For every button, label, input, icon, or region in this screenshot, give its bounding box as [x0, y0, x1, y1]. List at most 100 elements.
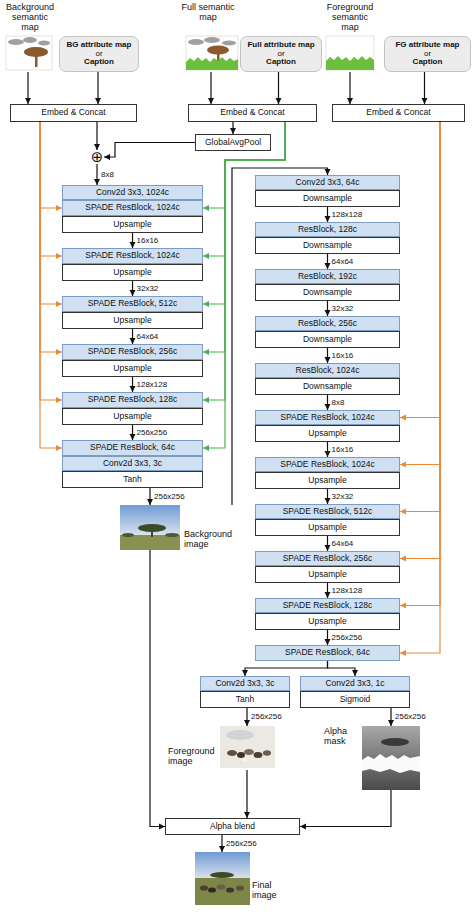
resolution-label: 256x256 — [226, 839, 257, 849]
node-text: Sigmoid — [340, 695, 371, 705]
arrowhead — [325, 592, 331, 598]
connector — [203, 122, 285, 211]
operation-box: Embed & Concat — [188, 104, 317, 122]
resolution-label: 8x8 — [101, 170, 114, 180]
cloud-region — [8, 39, 24, 45]
connector — [130, 425, 136, 440]
animal — [227, 750, 237, 756]
operation-box: Downsample — [255, 284, 400, 301]
arrowhead — [244, 812, 250, 818]
connector — [244, 770, 250, 818]
node-text: Caption — [84, 58, 114, 67]
node-text: SPADE ResBlock, 256c — [88, 347, 178, 357]
image-caption: Foreground semantic map — [322, 2, 378, 32]
arrowhead — [130, 338, 136, 344]
node-text: Alpha blend — [210, 822, 255, 832]
arrowhead — [276, 98, 282, 104]
connector-line — [203, 122, 285, 352]
image-node: Full semantic map — [178, 2, 238, 72]
arrowhead — [104, 154, 110, 160]
layer-box: SPADE ResBlock, 256c — [62, 344, 203, 360]
bushes — [165, 533, 179, 537]
node-text: GlobalAvgPool — [205, 138, 261, 148]
caption-group: Alpha mask — [324, 726, 362, 746]
connector — [40, 122, 62, 451]
arrowhead — [208, 98, 214, 104]
connector — [40, 122, 62, 307]
node-text: Downsample — [303, 288, 352, 298]
operation-box: Upsample — [255, 519, 400, 536]
arrowhead — [56, 205, 62, 211]
arrowhead — [159, 824, 165, 830]
node-text: or — [424, 50, 431, 59]
connector — [400, 122, 440, 421]
node-text: Upsample — [308, 570, 346, 580]
animal — [226, 887, 234, 892]
attribute-box: BG attribute maporCaption — [59, 36, 139, 72]
node-text: ResBlock, 1024c — [296, 366, 360, 376]
arrowhead — [56, 445, 62, 451]
connector — [40, 122, 62, 355]
arrowhead — [242, 670, 248, 676]
operation-box: Alpha blend — [165, 818, 300, 835]
operation-box: GlobalAvgPool — [195, 134, 271, 151]
node-text: Embed & Concat — [41, 108, 105, 118]
pale-backdrop — [220, 726, 275, 768]
image-node: Foreground semantic map — [322, 2, 378, 72]
connector-line — [104, 143, 195, 158]
resolution-label: 8x8 — [332, 398, 345, 408]
image-node: Background image — [120, 505, 244, 550]
operation-box: Upsample — [255, 425, 400, 442]
arrowhead — [400, 415, 406, 421]
arrowhead — [400, 556, 406, 562]
arrowhead — [325, 498, 331, 504]
grass-region — [186, 57, 238, 70]
connector-line — [203, 122, 285, 448]
connector — [388, 708, 394, 726]
map-frame — [6, 36, 52, 70]
image-node: Background semantic map — [3, 2, 57, 72]
connector-line — [40, 122, 62, 352]
operation-box: Downsample — [255, 190, 400, 207]
image-caption: Foreground image — [168, 746, 218, 766]
node-text: Upsample — [113, 220, 151, 230]
arrowhead — [300, 824, 306, 830]
arrowhead — [400, 603, 406, 609]
arrowhead — [94, 179, 100, 185]
connector — [94, 122, 100, 150]
node-text: Downsample — [303, 335, 352, 345]
node-text: SPADE ResBlock, 64c — [285, 648, 370, 658]
arrowhead — [400, 462, 406, 468]
node-text: SPADE ResBlock, 128c — [88, 395, 178, 405]
node-text: Upsample — [308, 429, 346, 439]
operation-box: Downsample — [255, 378, 400, 395]
node-text: ResBlock, 128c — [298, 225, 357, 235]
final-photo — [195, 852, 250, 905]
image-caption: Final image — [252, 880, 286, 900]
connector — [104, 143, 195, 161]
connector-line — [40, 122, 62, 256]
animal — [237, 752, 245, 758]
connector — [40, 122, 62, 259]
connector — [242, 661, 328, 676]
arrowhead — [130, 290, 136, 296]
resolution-label: 256x256 — [332, 633, 363, 643]
foreground-semantic-map — [326, 36, 374, 70]
node-text: Tanh — [236, 695, 254, 705]
connector — [232, 168, 331, 505]
connector — [203, 122, 285, 307]
caption-group: Background image — [184, 529, 242, 549]
layer-box: Conv2d 3x3, 64c — [255, 175, 400, 190]
resolution-label: 16x16 — [137, 236, 159, 246]
connector — [25, 72, 31, 104]
layer-box: Conv2d 3x3, 1024c — [62, 185, 203, 200]
operation-box: Downsample — [255, 237, 400, 254]
node-text: or — [277, 50, 284, 59]
connector — [328, 661, 359, 676]
caption-group: Foreground semantic map — [322, 2, 378, 32]
operation-box: Tanh — [62, 471, 203, 488]
node-text: Conv2d 3x3, 3c — [103, 459, 162, 469]
resolution-label: 16x16 — [332, 351, 354, 361]
